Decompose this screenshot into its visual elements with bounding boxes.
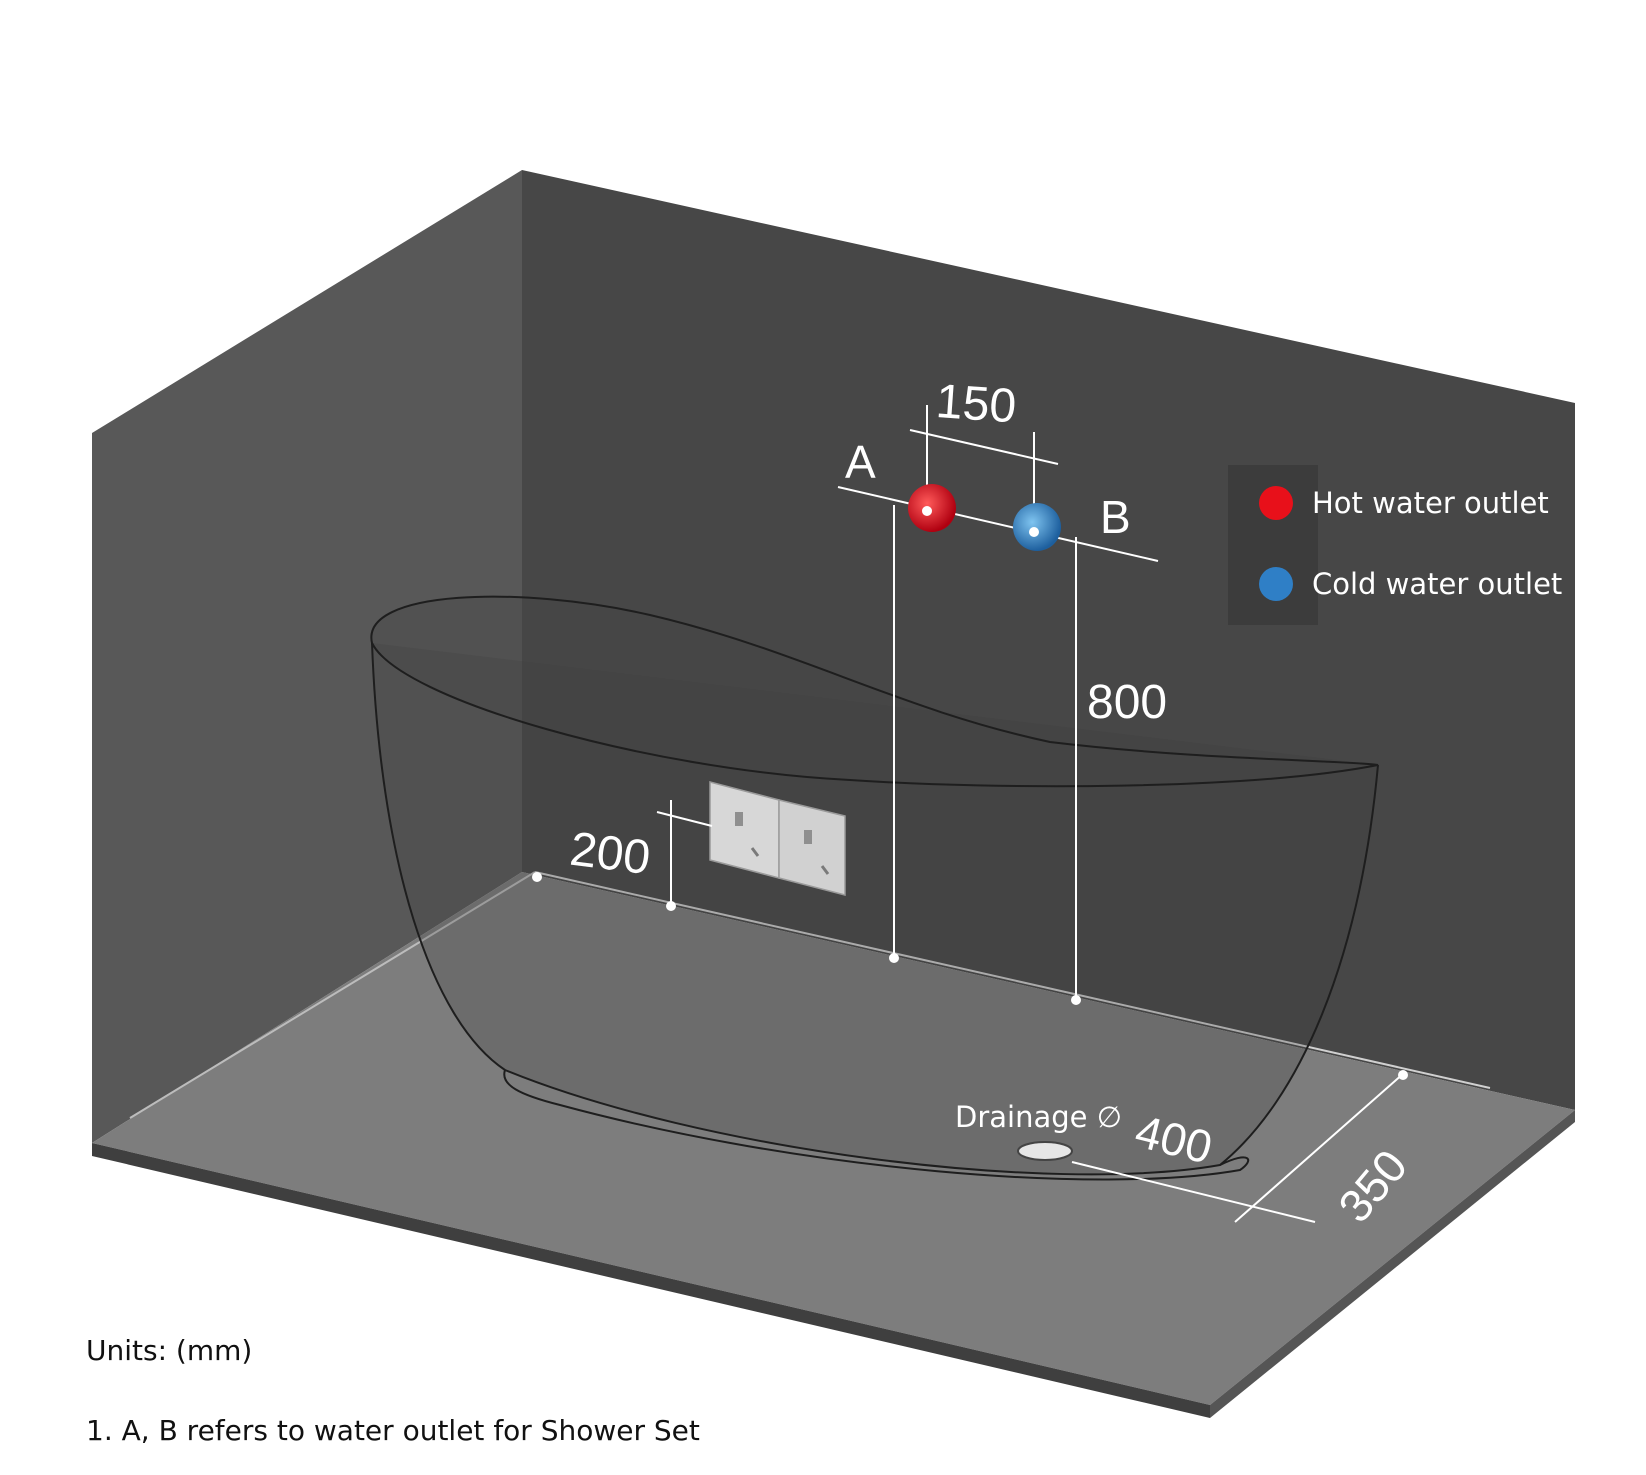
outlet-axis-line	[837, 486, 1159, 562]
floor	[92, 872, 1575, 1405]
dim-350-dot	[1398, 1070, 1408, 1080]
units-note: Units: (mm)	[86, 1334, 253, 1367]
label-a: A	[845, 436, 876, 488]
socket-panel	[709, 781, 846, 896]
hot-outlet-center	[922, 506, 932, 516]
dim-200-top	[656, 811, 713, 827]
side-wall	[92, 170, 522, 1143]
legend-hot-swatch	[1259, 486, 1293, 520]
hot-outlet	[908, 484, 956, 532]
dim-b-dot	[1071, 995, 1081, 1005]
floor-edge	[92, 1143, 1210, 1418]
dim-800-label: 800	[1087, 676, 1167, 729]
cold-outlet	[1013, 503, 1061, 551]
bathtub-body	[371, 642, 1379, 1176]
dim-150-label: 150	[934, 375, 1018, 433]
bathtub-rim	[370, 595, 1379, 788]
legend-cold-swatch	[1259, 567, 1293, 601]
drain-hole	[1017, 1141, 1073, 1161]
wall-corner-dot	[532, 872, 542, 882]
drainage-label: Drainage ∅	[955, 1100, 1122, 1134]
dim-200-label: 200	[567, 823, 653, 885]
dim-350-line	[1234, 1072, 1405, 1223]
legend-cold-label: Cold water outlet	[1312, 567, 1562, 601]
dim-a-dot	[889, 953, 899, 963]
legend: Hot water outlet Cold water outlet	[1228, 465, 1562, 625]
dim-200-dot	[666, 901, 676, 911]
label-b: B	[1100, 491, 1131, 543]
shower-set-note: 1. A, B refers to water outlet for Showe…	[86, 1414, 700, 1447]
floor-back-edge-line	[129, 871, 536, 1119]
floor-wall-edge-line	[534, 871, 1491, 1089]
dim-400-line	[1071, 1161, 1316, 1223]
bathtub-base	[503, 1069, 1250, 1181]
floor-edge-right	[1210, 1110, 1575, 1418]
cold-outlet-center	[1029, 527, 1039, 537]
legend-hot-label: Hot water outlet	[1312, 486, 1549, 520]
